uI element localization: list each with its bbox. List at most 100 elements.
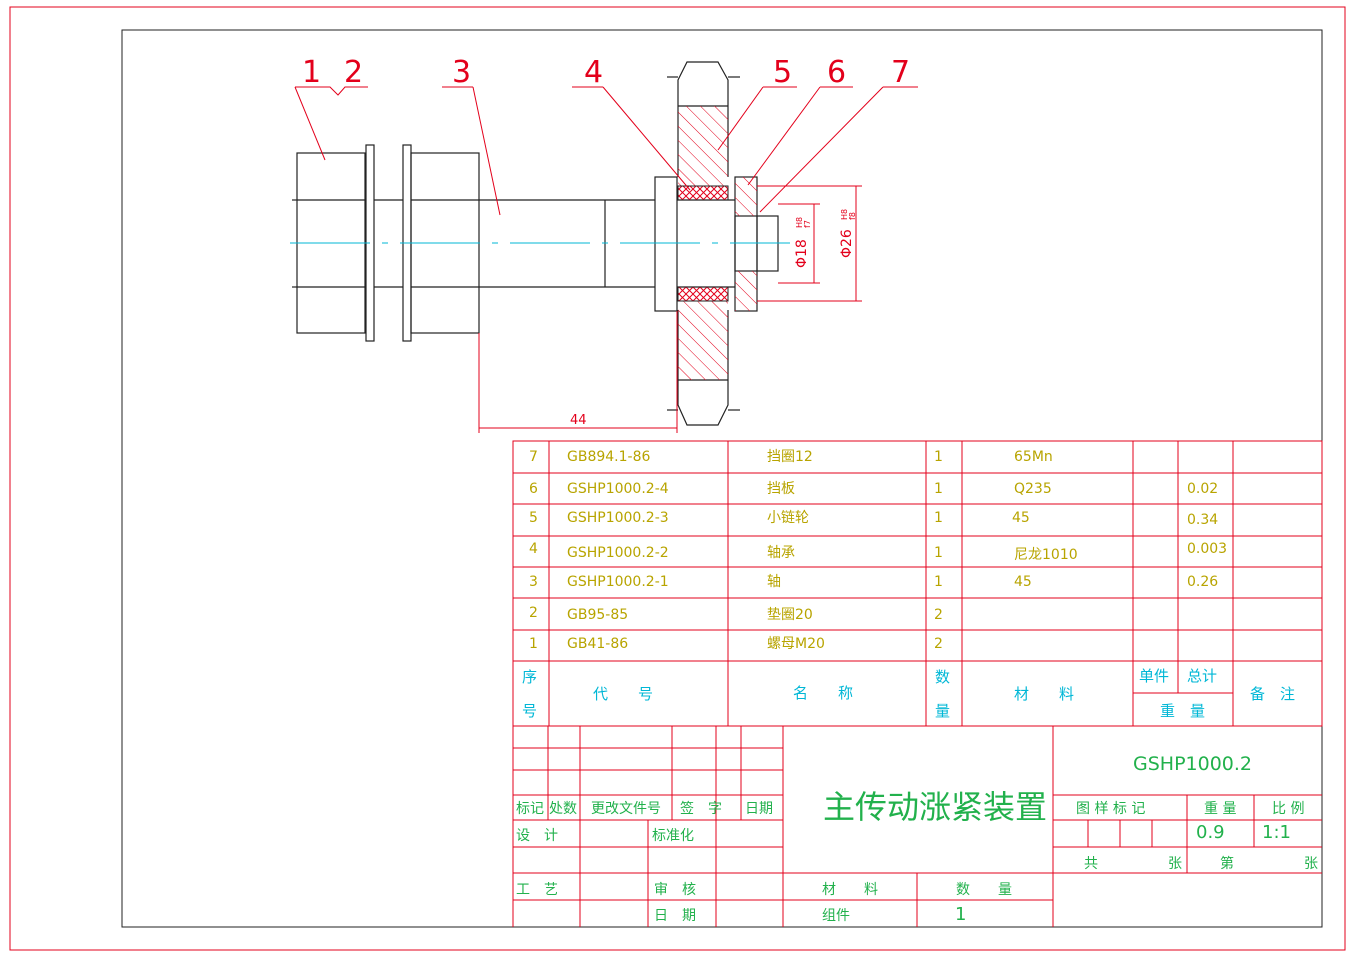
bom-row-qty: 1 bbox=[934, 449, 943, 465]
bom-row-no: 2 bbox=[529, 605, 538, 621]
bom-row-qty: 1 bbox=[934, 574, 943, 590]
sprocket-top bbox=[677, 61, 729, 177]
shaft-shoulder bbox=[654, 176, 678, 312]
dimension-lines bbox=[478, 185, 862, 433]
callout-4: 4 bbox=[584, 55, 603, 90]
bom-header-weight: 重 量 bbox=[1160, 702, 1205, 720]
part-drawing bbox=[292, 61, 779, 426]
bom-row-name: 小链轮 bbox=[767, 510, 809, 526]
bearing-top bbox=[677, 185, 729, 201]
title-block-labels: 标记 处数 更改文件号 签 字 日期 设 计 标准化 工 艺 审 核 日 期 材… bbox=[516, 800, 1318, 925]
bom-row-code: GB95-85 bbox=[567, 607, 628, 623]
callout-7: 7 bbox=[891, 55, 910, 90]
dim-length: 44 bbox=[570, 413, 587, 428]
bom-row-material: 尼龙1010 bbox=[1014, 547, 1078, 563]
bom-header-remark: 备 注 bbox=[1250, 685, 1295, 703]
bom-row-code: GSHP1000.2-3 bbox=[567, 510, 669, 526]
dim-outer-dia: Φ26 bbox=[839, 229, 855, 258]
plate-hatch-top bbox=[735, 177, 757, 216]
quantity-value: 1 bbox=[955, 904, 966, 925]
label-sheet-no: 第 张 bbox=[1220, 855, 1318, 872]
label-standard: 标准化 bbox=[652, 828, 694, 844]
label-scale: 比 例 bbox=[1272, 801, 1304, 817]
callout-2: 2 bbox=[344, 55, 363, 90]
label-review: 审 核 bbox=[654, 882, 696, 898]
label-total-sheets: 共 张 bbox=[1084, 856, 1182, 872]
bom-header-unit: 单件 bbox=[1139, 667, 1169, 685]
bearing-bottom bbox=[677, 286, 729, 302]
sprocket-bottom bbox=[677, 310, 729, 426]
bom-row-qty: 2 bbox=[934, 636, 943, 652]
bom-row-material: 45 bbox=[1014, 574, 1032, 590]
label-sample-mark: 图 样 标 记 bbox=[1076, 801, 1145, 817]
bom-row-code: GSHP1000.2-2 bbox=[567, 545, 669, 561]
bom-table-grid bbox=[512, 440, 1323, 727]
label-change-doc: 更改文件号 bbox=[591, 801, 661, 817]
bom-row-no: 6 bbox=[529, 481, 538, 497]
bom-row-qty: 1 bbox=[934, 481, 943, 497]
bom-row-no: 5 bbox=[529, 510, 538, 526]
bom-row-no: 1 bbox=[529, 636, 538, 652]
bom-row-material: Q235 bbox=[1014, 481, 1052, 497]
outer-frame bbox=[9, 6, 1346, 951]
callout-1: 1 bbox=[302, 55, 321, 90]
drawing-title: 主传动涨紧装置 bbox=[823, 788, 1047, 826]
dim-inner-dia: Φ18 bbox=[794, 239, 810, 268]
bom-row-qty: 1 bbox=[934, 510, 943, 526]
bom-row-code: GSHP1000.2-1 bbox=[567, 574, 669, 590]
bom-row-material: 65Mn bbox=[1014, 449, 1053, 465]
weight-value: 0.9 bbox=[1196, 822, 1225, 843]
drawing-number: GSHP1000.2 bbox=[1133, 753, 1252, 775]
bom-row-no: 7 bbox=[529, 449, 538, 465]
bom-row-total: 0.26 bbox=[1187, 574, 1218, 590]
bom-row-qty: 2 bbox=[934, 607, 943, 623]
bom-header-no-bottom: 号 bbox=[522, 702, 537, 720]
callout-6: 6 bbox=[827, 55, 846, 90]
sprocket-hatch-bottom bbox=[678, 301, 728, 380]
scale-value: 1:1 bbox=[1262, 822, 1291, 843]
label-design: 设 计 bbox=[516, 828, 558, 844]
bom-row-material: 45 bbox=[1012, 510, 1030, 526]
label-weight: 重 量 bbox=[1204, 801, 1236, 817]
label-mark: 标记 bbox=[516, 801, 544, 817]
bom-row-name: 挡板 bbox=[767, 481, 795, 497]
bom-row-no: 3 bbox=[529, 574, 538, 590]
bom-row-no: 4 bbox=[529, 541, 538, 557]
bom-header-material: 材 料 bbox=[1014, 685, 1074, 703]
bom-header: 序 号 代 号 名 称 数 量 材 料 单件 总计 重 量 备 注 bbox=[522, 667, 1295, 720]
bom-row-qty: 1 bbox=[934, 545, 943, 561]
bom-header-code: 代 号 bbox=[593, 685, 653, 703]
leader-lines bbox=[294, 86, 918, 216]
bom-row-code: GSHP1000.2-4 bbox=[567, 481, 669, 497]
sprocket-hatch-top bbox=[678, 106, 728, 186]
bom-row-code: GB41-86 bbox=[567, 636, 628, 652]
label-date2: 日 期 bbox=[654, 908, 696, 924]
bom-row-total: 0.02 bbox=[1187, 481, 1218, 497]
bom-header-qty-bottom: 量 bbox=[935, 702, 950, 720]
label-material: 材 料 bbox=[822, 882, 878, 898]
material-value: 组件 bbox=[822, 908, 850, 924]
label-sign: 签 字 bbox=[680, 800, 722, 817]
label-process: 工 艺 bbox=[516, 882, 558, 898]
bom-row-total: 0.34 bbox=[1187, 512, 1218, 528]
bom-row-code: GB894.1-86 bbox=[567, 449, 650, 465]
bom-row-name: 轴承 bbox=[767, 545, 795, 561]
bom-header-name: 名 称 bbox=[793, 684, 853, 702]
callout-5: 5 bbox=[773, 55, 792, 90]
bom-row-name: 垫圈20 bbox=[767, 607, 813, 623]
bom-header-no-top: 序 bbox=[522, 668, 537, 686]
bom-row-name: 螺母M20 bbox=[767, 636, 825, 652]
bom-header-qty-top: 数 bbox=[935, 668, 950, 686]
label-quantity: 数 量 bbox=[956, 882, 1012, 898]
dim-outer-fit: H8f8 bbox=[840, 209, 857, 220]
bom-row-name: 轴 bbox=[767, 574, 781, 590]
dim-inner-fit: H8f7 bbox=[795, 217, 812, 228]
bom-row-total: 0.003 bbox=[1187, 541, 1227, 557]
bom-rows: 7 GB894.1-86 挡圈12 1 65Mn 6 GSHP1000.2-4 … bbox=[529, 449, 1227, 652]
bom-header-total: 总计 bbox=[1187, 667, 1217, 685]
label-count: 处数 bbox=[549, 801, 577, 817]
label-date: 日期 bbox=[745, 801, 773, 817]
bom-row-name: 挡圈12 bbox=[767, 449, 813, 465]
title-block-grid bbox=[512, 726, 1322, 927]
